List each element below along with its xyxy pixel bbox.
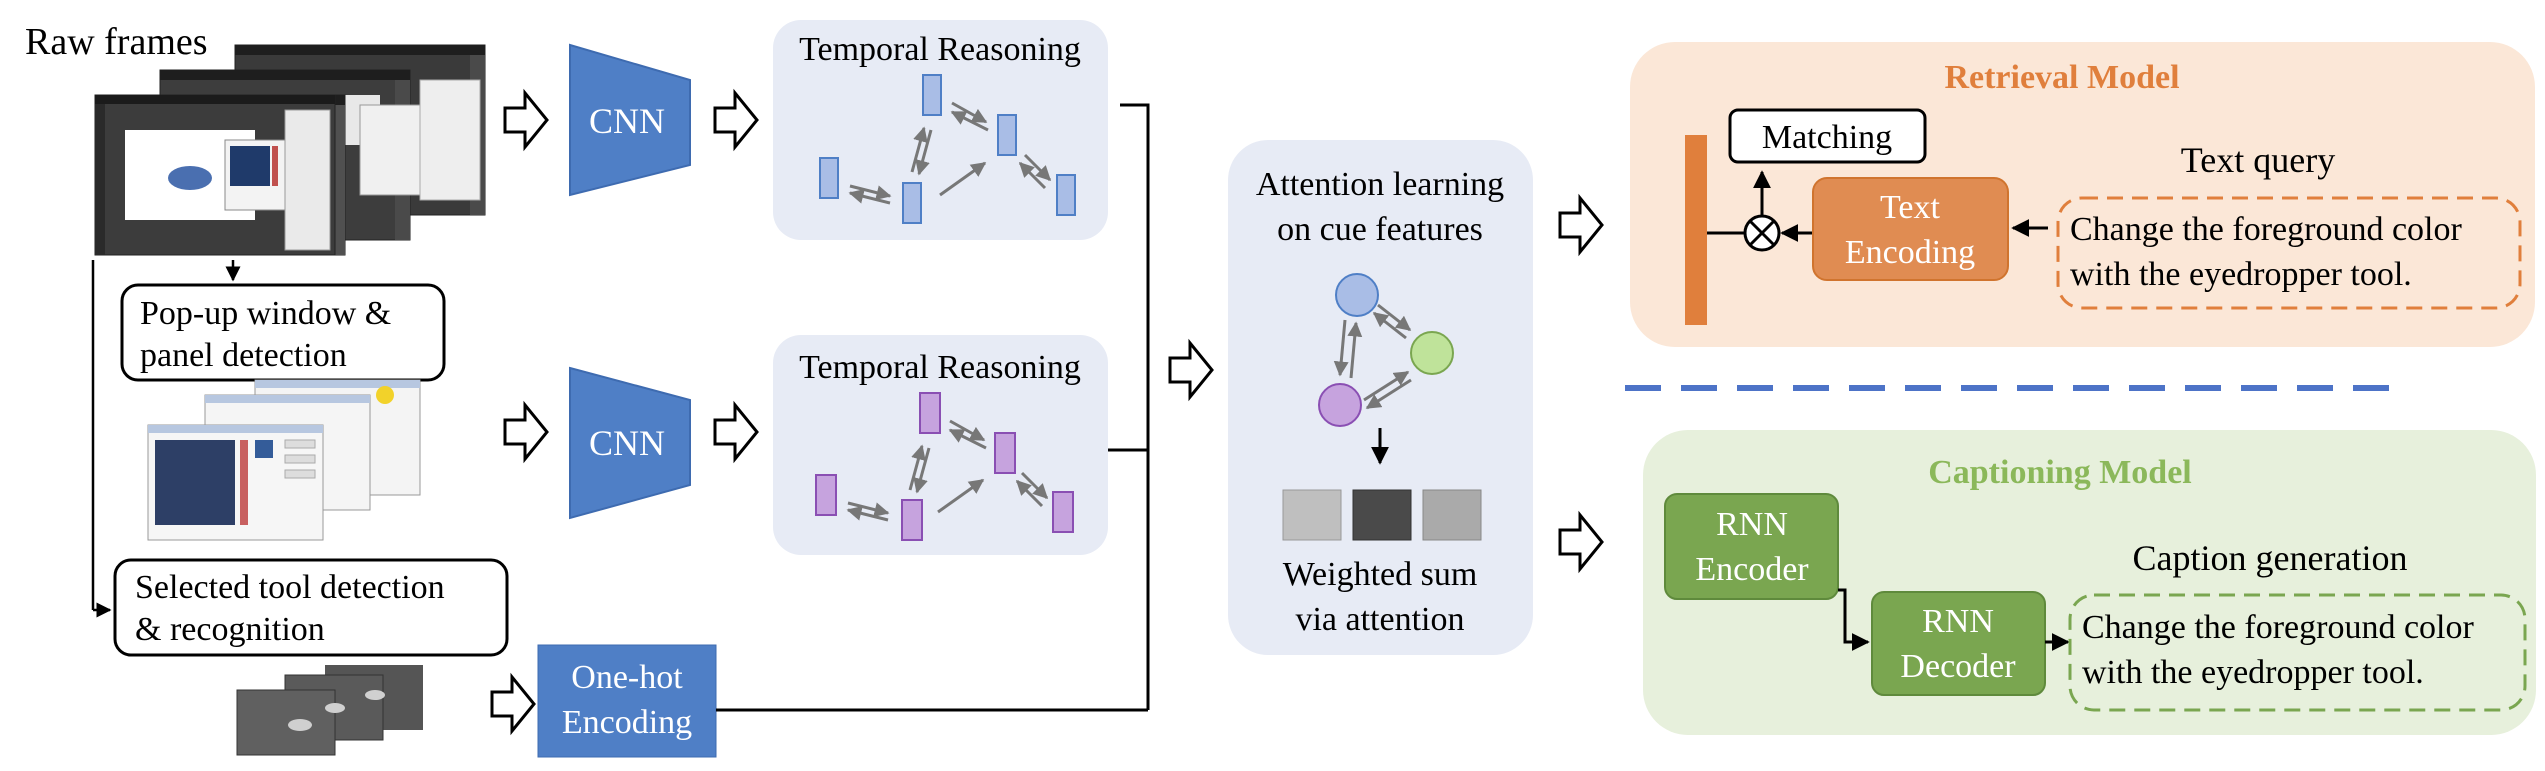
cnn-label-bottom: CNN <box>589 423 665 463</box>
attention-panel: Attention learning on cue features Weigh… <box>1228 140 1533 655</box>
matching-label: Matching <box>1762 119 1892 156</box>
rnn-decoder-line2: Decoder <box>1900 648 2016 685</box>
text-encoding-line1: Text <box>1880 189 1940 226</box>
tool-crops-stack <box>236 665 423 756</box>
rnn-encoder-line1: RNN <box>1716 506 1788 543</box>
one-hot-encoding-block <box>537 644 717 758</box>
text-query-line1: Change the foreground color <box>2070 211 2462 248</box>
one-hot-line1: One-hot <box>571 659 683 696</box>
popup-detection-line2: panel detection <box>140 337 347 374</box>
popup-windows-stack <box>147 379 421 541</box>
text-query-line2: with the eyedropper tool. <box>2070 256 2412 293</box>
temporal-reasoning-top: Temporal Reasoning <box>773 20 1108 240</box>
caption-line1: Change the foreground color <box>2082 609 2474 646</box>
temporal-reasoning-bottom: Temporal Reasoning <box>773 335 1108 555</box>
cnn-label-top: CNN <box>589 101 665 141</box>
weighted-sum-line1: Weighted sum <box>1283 556 1478 593</box>
temporal-title-top: Temporal Reasoning <box>799 31 1081 68</box>
raw-frames-stack <box>94 44 486 256</box>
rnn-encoder-line2: Encoder <box>1695 551 1809 588</box>
text-encoding-line2: Encoding <box>1845 234 1975 271</box>
rnn-decoder-line1: RNN <box>1922 603 1994 640</box>
attention-line1: Attention learning <box>1256 166 1504 203</box>
captioning-model-panel: Captioning Model RNN Encoder RNN Decoder… <box>1643 430 2536 735</box>
caption-line2: with the eyedropper tool. <box>2082 654 2424 691</box>
front-screenshot <box>94 94 336 256</box>
captioning-title: Captioning Model <box>1928 454 2192 491</box>
one-hot-line2: Encoding <box>562 704 692 741</box>
cnn-block-top <box>569 43 691 197</box>
retrieval-title: Retrieval Model <box>1944 59 2179 96</box>
tool-detection-line1: Selected tool detection <box>135 569 445 606</box>
weighted-sum-line2: via attention <box>1295 601 1464 638</box>
merge-lines <box>716 103 1150 712</box>
cnn-block-bottom <box>569 366 691 520</box>
temporal-title-bottom: Temporal Reasoning <box>799 349 1081 386</box>
raw-frames-label: Raw frames <box>25 21 208 63</box>
caption-generation-label: Caption generation <box>2133 538 2408 578</box>
retrieval-model-panel: Retrieval Model Matching Text Encoding T… <box>1630 42 2535 347</box>
tool-detection-box <box>113 558 509 657</box>
tool-detection-line2: & recognition <box>135 611 325 648</box>
text-query-label: Text query <box>2181 140 2335 180</box>
hollow-arrows <box>490 88 1604 736</box>
attention-line2: on cue features <box>1277 211 1483 248</box>
popup-detection-line1: Pop-up window & <box>140 295 391 332</box>
